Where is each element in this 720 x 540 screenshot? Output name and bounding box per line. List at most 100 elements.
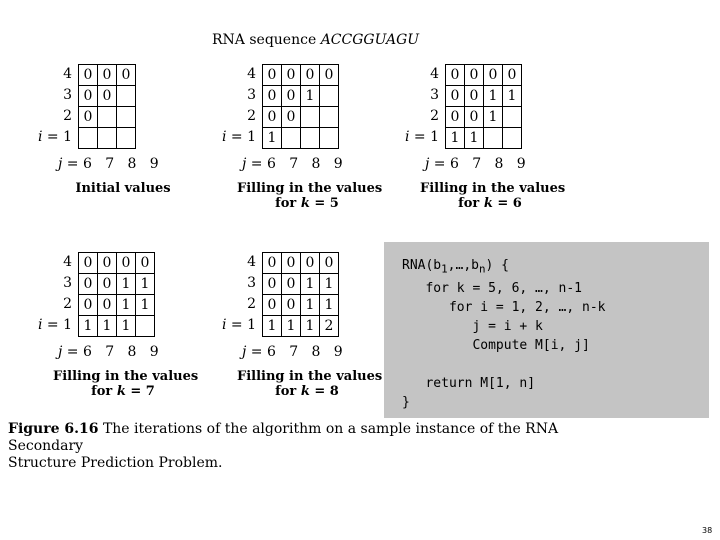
table-cell: 0 xyxy=(300,64,320,86)
table-cell: 0 xyxy=(78,85,98,107)
table-cell: 0 xyxy=(464,85,484,107)
table-cell: 0 xyxy=(262,273,282,295)
figure-text-1: The iterations of the algorithm on a sam… xyxy=(8,421,559,454)
row-label: i = 1 xyxy=(37,317,72,333)
table-cell: 0 xyxy=(262,252,282,274)
table-cell: 0 xyxy=(116,64,136,86)
table-cell: 0 xyxy=(445,64,465,86)
table-cell: 0 xyxy=(78,64,98,86)
row-label: 3 xyxy=(430,87,439,103)
table-cell: 1 xyxy=(319,294,339,316)
title-prefix: RNA sequence xyxy=(212,32,321,48)
table-cell: 1 xyxy=(300,85,320,107)
table-cell xyxy=(136,65,155,86)
row-label: i = 1 xyxy=(404,129,439,145)
code-line-8: } xyxy=(402,394,410,410)
table-cell xyxy=(483,127,503,149)
code-line-1: RNA(b1,…,bn) { xyxy=(402,258,509,276)
row-label: 4 xyxy=(247,254,256,270)
column-labels: j = 6 7 8 9 xyxy=(242,156,343,172)
row-label: 3 xyxy=(63,275,72,291)
table-cell: 0 xyxy=(281,64,301,86)
table-cell: 1 xyxy=(483,106,503,128)
table-cell: 0 xyxy=(281,106,301,128)
table-cell xyxy=(502,127,522,149)
table-cell: 0 xyxy=(281,273,301,295)
pseudocode-box: RNA(b1,…,bn) { for k = 5, 6, …, n-1 for … xyxy=(384,242,709,418)
rna-sequence-title: RNA sequence ACCGGUAGU xyxy=(212,32,419,48)
panel-caption: Initial values xyxy=(75,181,171,196)
table-cell: 1 xyxy=(502,85,522,107)
table-cell: 0 xyxy=(262,294,282,316)
table-row: 0 xyxy=(78,106,155,128)
table-cell xyxy=(300,127,320,149)
code-line-4: j = i + k xyxy=(402,318,543,334)
column-labels: j = 6 7 8 9 xyxy=(242,344,343,360)
code-line-5: Compute M[i, j] xyxy=(402,337,590,353)
row-label: 3 xyxy=(63,87,72,103)
table-cell: 1 xyxy=(483,85,503,107)
table-cell: 0 xyxy=(281,252,301,274)
row-label: 2 xyxy=(430,108,439,124)
table-cell: 0 xyxy=(78,106,98,128)
table-cell: 1 xyxy=(116,315,136,337)
table-cell xyxy=(136,128,155,149)
table-cell: 0 xyxy=(262,85,282,107)
row-label: i = 1 xyxy=(37,129,72,145)
table-cell xyxy=(136,86,155,107)
table-cell: 0 xyxy=(97,85,117,107)
table-cell: 0 xyxy=(135,252,155,274)
table-cell xyxy=(300,106,320,128)
table-cell: 1 xyxy=(262,127,282,149)
table-cell: 0 xyxy=(97,252,117,274)
table-cell xyxy=(281,127,301,149)
table-cell xyxy=(78,127,98,149)
table-cell: 1 xyxy=(464,127,484,149)
row-label: 4 xyxy=(430,66,439,82)
table-cell: 0 xyxy=(300,252,320,274)
table-cell: 0 xyxy=(464,64,484,86)
row-label: 4 xyxy=(247,66,256,82)
code-line-7: return M[1, n] xyxy=(402,375,536,391)
table-cell: 0 xyxy=(262,106,282,128)
pseudocode: RNA(b1,…,bn) { for k = 5, 6, …, n-1 for … xyxy=(402,256,606,412)
figure-label: Figure 6.16 xyxy=(8,421,99,437)
table-cell: 0 xyxy=(445,106,465,128)
table-cell: 0 xyxy=(78,294,98,316)
table-cell: 0 xyxy=(262,64,282,86)
table-cell: 1 xyxy=(116,294,136,316)
table-cell: 1 xyxy=(445,127,465,149)
table-cell xyxy=(319,85,339,107)
table-cell xyxy=(97,127,117,149)
code-line-3: for i = 1, 2, …, n-k xyxy=(402,299,606,315)
figure-caption: Figure 6.16 The iterations of the algori… xyxy=(8,421,608,472)
row-label: 4 xyxy=(63,66,72,82)
table-cell xyxy=(319,127,339,149)
table-cell xyxy=(97,106,117,128)
table-cell: 1 xyxy=(78,315,98,337)
title-sequence: ACCGGUAGU xyxy=(320,32,420,48)
table-cell: 1 xyxy=(135,273,155,295)
row-label: 2 xyxy=(63,296,72,312)
page-number: 38 xyxy=(702,526,713,535)
table-row: 1 xyxy=(262,127,339,149)
table-cell xyxy=(116,85,136,107)
table-cell: 1 xyxy=(116,273,136,295)
